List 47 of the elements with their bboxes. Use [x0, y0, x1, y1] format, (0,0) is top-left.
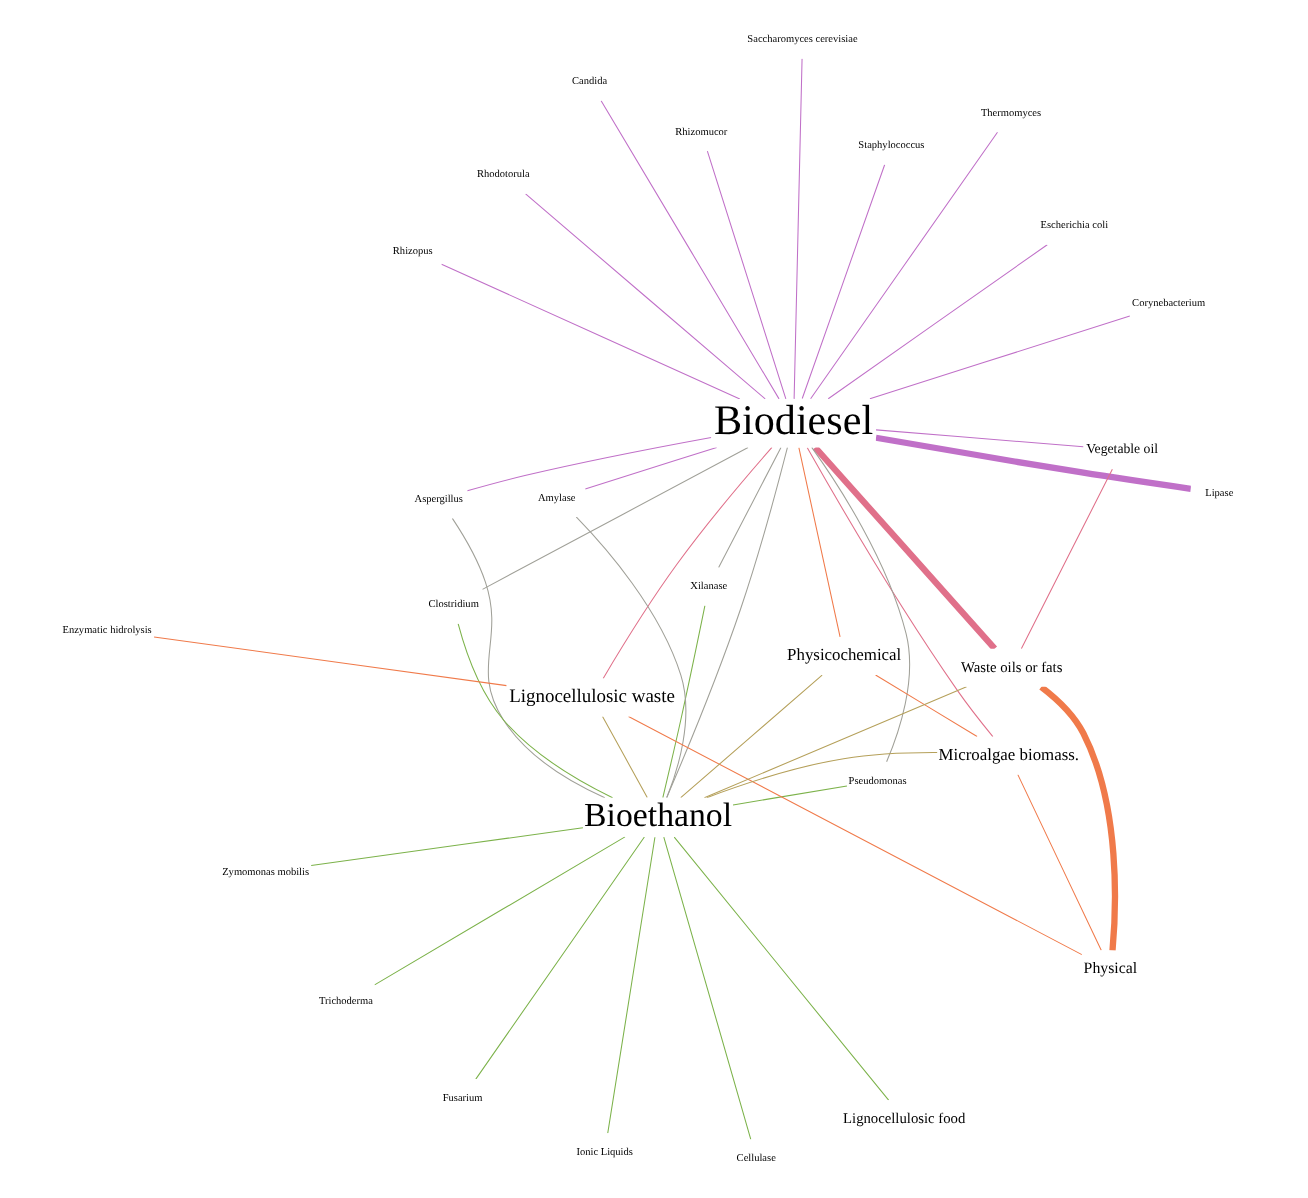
connector	[810, 131, 998, 400]
node-text: Microalgae biomass.	[938, 743, 1079, 764]
connector	[875, 674, 978, 737]
connector	[584, 446, 718, 490]
connector	[602, 446, 773, 679]
connector	[706, 150, 787, 400]
connector	[662, 605, 706, 799]
connector	[798, 447, 841, 638]
node-text: Lignocellulosic food	[843, 1109, 966, 1128]
connector	[732, 785, 848, 806]
connector	[875, 434, 1192, 492]
connector	[602, 715, 648, 799]
connector	[680, 674, 823, 799]
connector	[310, 827, 584, 867]
connector	[673, 836, 890, 1101]
connector	[607, 836, 656, 1134]
connector	[374, 836, 626, 986]
connector	[525, 193, 766, 400]
connector	[718, 446, 782, 569]
connector	[666, 446, 788, 799]
connector	[600, 100, 780, 400]
connector	[827, 244, 1048, 400]
connector	[869, 315, 1131, 400]
node-text: Bioethanol	[584, 795, 733, 834]
node-text: Physical	[1083, 959, 1138, 978]
connector	[801, 164, 886, 400]
connector	[1039, 684, 1119, 951]
connector	[811, 446, 911, 763]
node-text: Waste oils or fats	[960, 657, 1063, 676]
connector	[153, 636, 508, 687]
connector	[812, 445, 998, 651]
connector	[475, 836, 645, 1080]
node-text: Physicochemical	[787, 644, 902, 665]
connector	[441, 263, 741, 400]
connector	[466, 437, 712, 492]
connector	[793, 58, 803, 400]
connector	[1017, 774, 1102, 951]
connector	[457, 623, 614, 799]
connector	[451, 517, 606, 799]
node-text: Lignocellulosic waste	[509, 688, 675, 709]
connector	[1020, 468, 1113, 650]
node-text: Biodiesel	[713, 395, 874, 444]
connector	[806, 447, 994, 738]
connector	[875, 429, 1084, 448]
connector	[575, 516, 687, 799]
connector	[663, 836, 752, 1140]
connector	[481, 446, 749, 590]
